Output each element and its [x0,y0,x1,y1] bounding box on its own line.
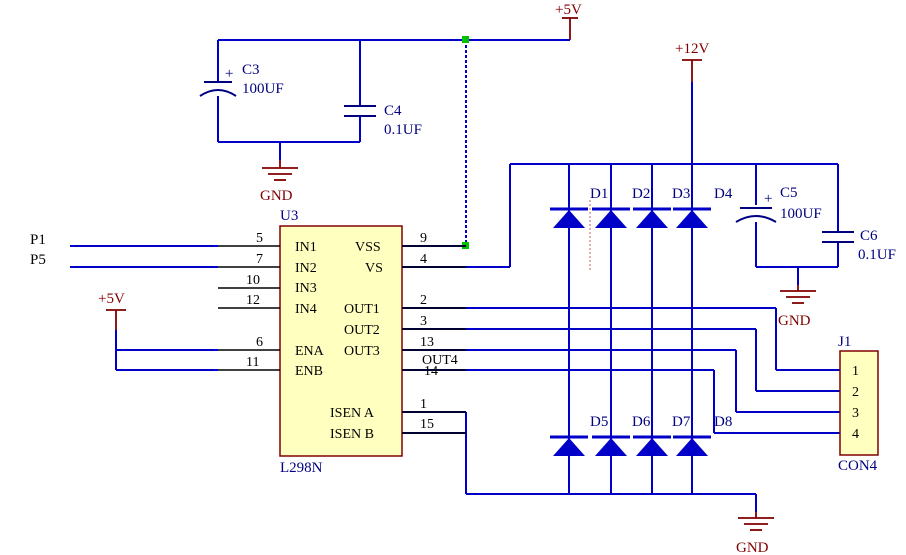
j1-ref: J1 [838,334,851,350]
gnd-bottom-label: GND [736,540,769,555]
c5-ref: C5 [780,185,798,201]
d7-label: D7 [672,414,691,430]
gnd-c5-label: GND [778,313,811,329]
pin-name-vs: VS [365,261,383,276]
d3-label: D3 [672,186,690,202]
diode-d7 [633,435,671,456]
pin-num-5: 5 [256,231,263,246]
diode-d2 [592,207,630,228]
out4-net-label: OUT4 [422,353,458,368]
pin-name-enb: ENB [295,364,323,379]
pin-name-in3: IN3 [295,281,317,296]
d8-label: D8 [714,414,732,430]
c3-value: 100UF [242,81,284,97]
c6-ref: C6 [860,228,878,244]
c5-plus: + [764,191,772,207]
diode-d8 [673,435,711,456]
pin-name-in1: IN1 [295,240,317,255]
j1-pin-3: 3 [852,406,859,421]
pin-name-isenb: ISEN B [330,427,374,442]
d6-label: D6 [632,414,651,430]
pin-name-ena: ENA [295,344,325,359]
pin-num-7: 7 [256,252,263,267]
c3-ref: C3 [242,62,260,78]
j1-pin-2: 2 [852,385,859,400]
port-p1: P1 [30,232,46,248]
c5-value: 100UF [780,206,822,222]
output-nets: OUT4 [402,307,840,494]
pin-name-out2: OUT2 [344,323,380,338]
c6-value: 0.1UF [858,247,896,263]
pin-num-2: 2 [420,293,427,308]
pin-num-13: 13 [420,335,434,350]
chip-ref: U3 [280,208,298,224]
j1-name: CON4 [838,458,878,474]
d2-label: D2 [632,186,650,202]
vcc12-label: +12V [675,41,709,57]
pin-num-10: 10 [246,273,260,288]
junction-top [462,36,469,43]
diode-bridge: D1 D2 D3 D4 D5 D6 D7 D8 [402,163,896,555]
top-power-section: +5V + C3 100UF C4 0.1UF GND [199,2,582,249]
vcc5-top-label: +5V [555,2,582,18]
pin-num-11: 11 [246,355,259,370]
pin-name-in4: IN4 [295,302,317,317]
pin-name-out1: OUT1 [344,302,380,317]
chip-name: L298N [280,460,323,476]
d5-label: D5 [590,414,608,430]
chip-body[interactable] [279,225,403,457]
j1-pin-1: 1 [852,364,859,379]
pin-num-14: 14 [424,364,438,379]
pin-num-15: 15 [420,417,434,432]
j1-body[interactable] [839,350,879,456]
diode-d5 [550,435,588,456]
pin-num-6: 6 [256,335,263,350]
pin-num-9: 9 [420,231,427,246]
gnd-caps-label: GND [260,188,293,204]
pin-num-4: 4 [420,252,427,267]
left-inputs: P1 P5 +5V [30,232,218,371]
pin-num-1: 1 [420,397,427,412]
j1-pin-4: 4 [852,427,859,442]
pin-name-isena: ISEN A [330,406,375,421]
pin-num-12: 12 [246,293,260,308]
port-p5: P5 [30,252,46,268]
pin-num-3: 3 [420,314,427,329]
pin-name-out3: OUT3 [344,344,380,359]
d4-label: D4 [714,186,733,202]
c3-plus: + [225,66,233,82]
diode-d3 [633,207,671,228]
diode-d4 [673,207,711,228]
c4-ref: C4 [384,103,402,119]
c5-plate-curved [735,215,777,223]
c3-plate-curved [199,89,237,97]
diode-d1 [550,207,588,228]
d1-label: D1 [590,186,608,202]
chip-u3: U3 L298N 5 7 10 12 6 11 IN1 IN2 IN3 IN4 … [218,208,466,476]
c4-value: 0.1UF [384,122,422,138]
pin-name-vss: VSS [355,240,381,255]
diode-d6 [592,435,630,456]
connector-j1: J1 1 2 3 4 CON4 [838,334,879,474]
vcc5-left-label: +5V [98,291,125,307]
vcc12-section: +12V [675,41,709,164]
pin-name-in2: IN2 [295,261,317,276]
